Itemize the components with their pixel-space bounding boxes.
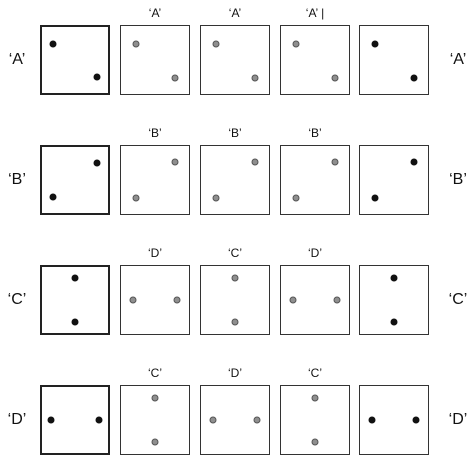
- row-label-left-a: ‘A’: [8, 51, 26, 68]
- black-dot: [410, 158, 418, 166]
- gray-dot: [209, 416, 217, 424]
- black-dot: [71, 318, 79, 326]
- black-dot: [93, 73, 101, 81]
- gray-dot: [212, 194, 220, 202]
- gray-dot: [251, 74, 259, 82]
- black-dot: [390, 274, 398, 282]
- stimulus-box: [120, 385, 190, 455]
- gray-dot: [331, 158, 339, 166]
- stimulus-box: [280, 145, 350, 215]
- box-top-label: ‘A’ |: [305, 6, 325, 20]
- box-top-label: ‘B’: [228, 126, 242, 140]
- gray-dot: [171, 158, 179, 166]
- gray-dot: [173, 296, 181, 304]
- stimulus-box: [200, 265, 270, 335]
- black-dot: [95, 416, 103, 424]
- row-label-right-d: ‘D’: [448, 411, 468, 428]
- stimulus-box: [200, 145, 270, 215]
- gray-dot: [132, 40, 140, 48]
- stimulus-box: [40, 385, 110, 455]
- box-top-label: ‘C’: [148, 366, 162, 380]
- gray-dot: [333, 296, 341, 304]
- gray-dot: [253, 416, 261, 424]
- black-dot: [410, 74, 418, 82]
- gray-dot: [292, 40, 300, 48]
- row-label-left-b: ‘B’: [8, 171, 26, 188]
- stimulus-box: [120, 25, 190, 95]
- box-top-label: ‘B’: [148, 126, 162, 140]
- row-label-left-c: ‘C’: [7, 291, 27, 308]
- gray-dot: [129, 296, 137, 304]
- stimulus-box: [200, 385, 270, 455]
- gray-dot: [289, 296, 297, 304]
- row-label-right-b: ‘B’: [449, 171, 467, 188]
- gray-dot: [212, 40, 220, 48]
- stimulus-box: [200, 25, 270, 95]
- black-dot: [412, 416, 420, 424]
- row-label-left-d: ‘D’: [7, 411, 27, 428]
- box-top-label: ‘A’: [228, 6, 242, 20]
- black-dot: [49, 40, 57, 48]
- gray-dot: [151, 394, 159, 402]
- gray-dot: [231, 274, 239, 282]
- box-top-label: ‘B’: [308, 126, 322, 140]
- gray-dot: [311, 394, 319, 402]
- stimulus-box: [359, 385, 429, 455]
- black-dot: [390, 318, 398, 326]
- gray-dot: [231, 318, 239, 326]
- gray-dot: [171, 74, 179, 82]
- stimulus-box: [359, 265, 429, 335]
- black-dot: [49, 193, 57, 201]
- stimulus-box: [359, 25, 429, 95]
- gray-dot: [331, 74, 339, 82]
- box-top-label: ‘A’: [148, 6, 162, 20]
- box-top-label: ‘C’: [228, 246, 242, 260]
- stimulus-box: [40, 145, 110, 215]
- black-dot: [371, 194, 379, 202]
- gray-dot: [151, 438, 159, 446]
- black-dot: [371, 40, 379, 48]
- stimulus-box: [40, 265, 110, 335]
- gray-dot: [132, 194, 140, 202]
- box-top-label: ‘D’: [308, 246, 322, 260]
- black-dot: [93, 159, 101, 167]
- stimulus-box: [280, 265, 350, 335]
- stimulus-box: [280, 25, 350, 95]
- box-top-label: ‘D’: [148, 246, 162, 260]
- black-dot: [47, 416, 55, 424]
- gray-dot: [251, 158, 259, 166]
- black-dot: [368, 416, 376, 424]
- black-dot: [71, 274, 79, 282]
- stimulus-box: [359, 145, 429, 215]
- stimulus-box: [40, 25, 110, 95]
- gray-dot: [292, 194, 300, 202]
- row-label-right-a: ‘A’: [449, 51, 467, 68]
- row-label-right-c: ‘C’: [448, 291, 468, 308]
- stimulus-box: [120, 265, 190, 335]
- gray-dot: [311, 438, 319, 446]
- stimulus-box: [120, 145, 190, 215]
- box-top-label: ‘D’: [228, 366, 242, 380]
- stimulus-box: [280, 385, 350, 455]
- box-top-label: ‘C’: [308, 366, 322, 380]
